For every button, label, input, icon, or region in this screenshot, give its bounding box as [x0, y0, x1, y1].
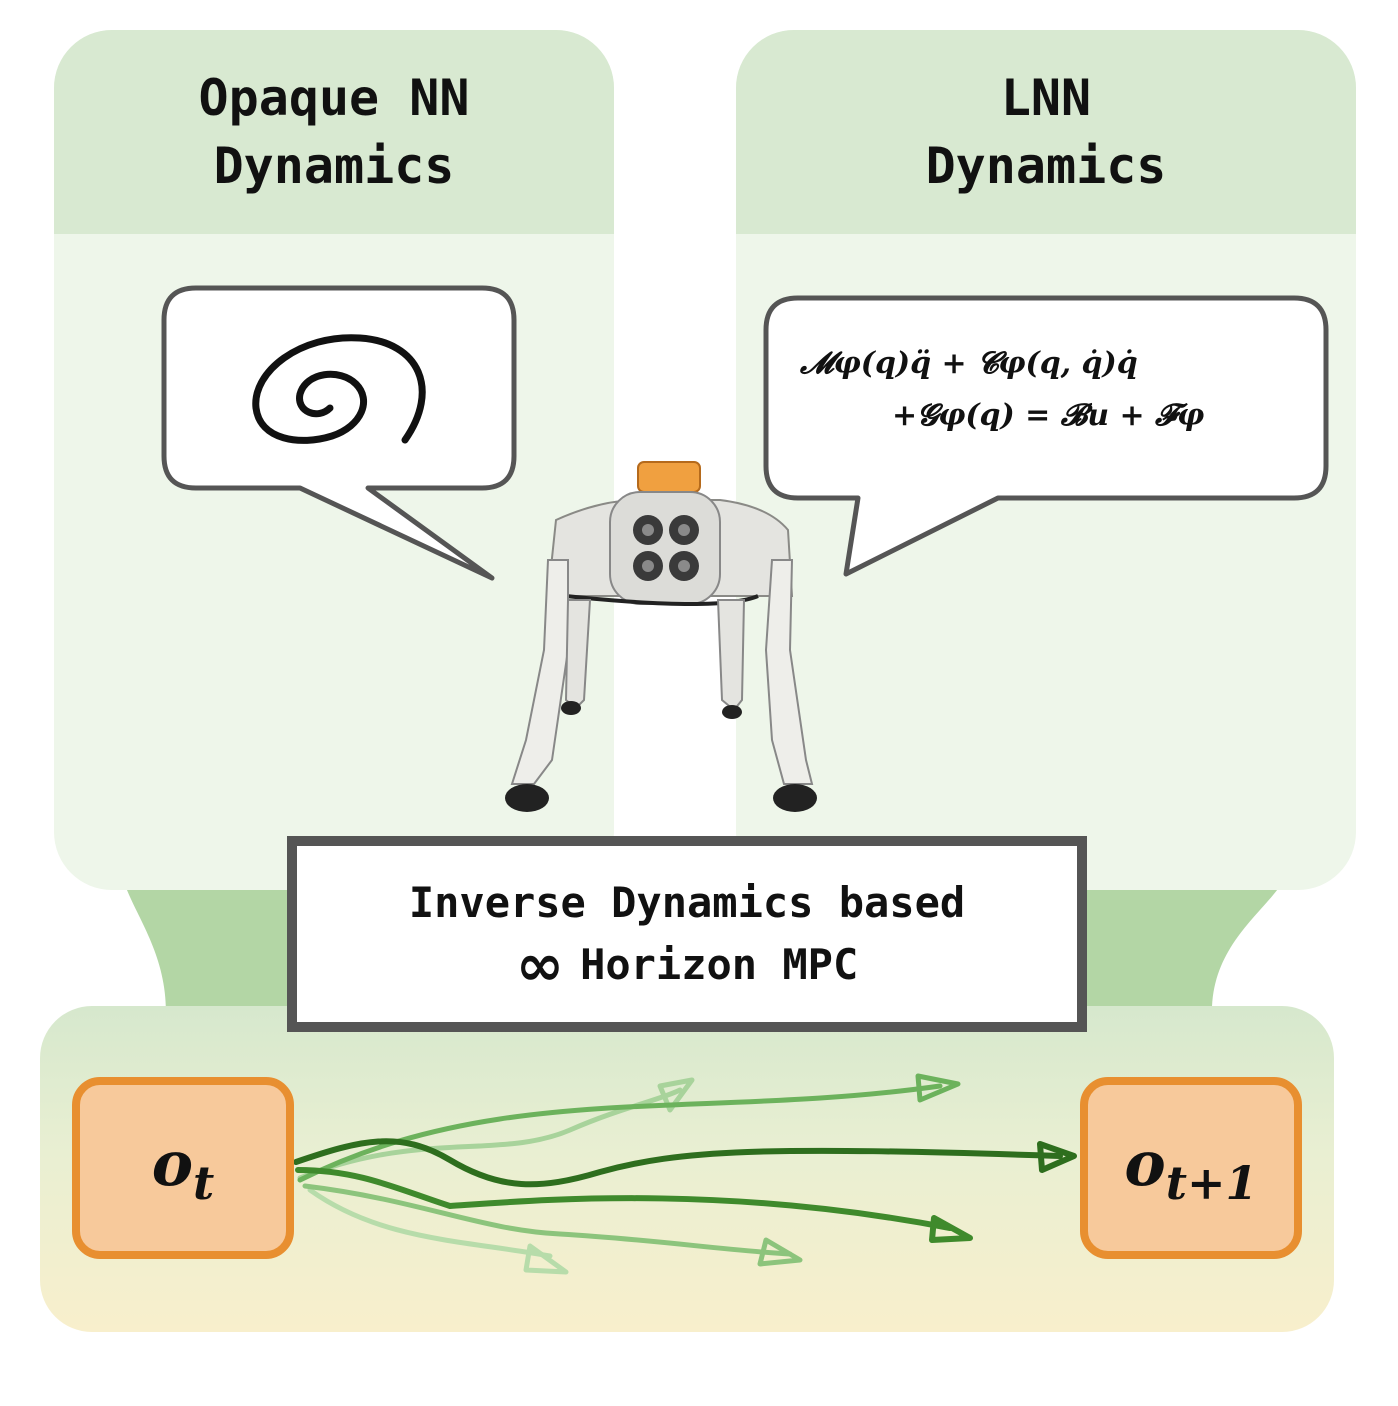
- trajectory-light-2: [307, 1187, 553, 1259]
- trajectory-mid-1: [297, 1083, 943, 1183]
- equation-line-1: 𝓜φ(q)q̈ + 𝓒φ(q, q̇)q̇: [800, 346, 1138, 381]
- obs-current-subscript: t: [193, 1155, 215, 1210]
- obs-next-subscript: t+1: [1165, 1155, 1258, 1210]
- mpc-box: Inverse Dynamics based ∞ Horizon MPC: [287, 836, 1087, 1032]
- trajectory-mid-2: [302, 1183, 793, 1257]
- observation-next: ot+1: [1080, 1077, 1302, 1259]
- trajectory-dark-2: [295, 1167, 953, 1231]
- mpc-line-2: ∞ Horizon MPC: [409, 934, 965, 996]
- trajectory-mid-1-head: [915, 1073, 961, 1103]
- mpc-line-1: Inverse Dynamics based: [408, 878, 966, 927]
- mpc-horizon-label: Horizon MPC: [580, 940, 859, 989]
- trajectory-light-1-head: [657, 1077, 695, 1113]
- obs-current-symbol: o: [151, 1126, 194, 1200]
- infinity-icon: ∞: [515, 931, 565, 999]
- trajectory-dark-2-head: [929, 1215, 973, 1243]
- equation-line-2: +𝓖φ(q) = 𝓑u + 𝓕φ: [892, 398, 1205, 433]
- trajectory-dark-1: [293, 1138, 1063, 1188]
- observation-current: ot: [72, 1077, 294, 1259]
- lnn-header: LNN Dynamics: [736, 30, 1356, 234]
- opaque-nn-title: Opaque NN Dynamics: [198, 69, 470, 195]
- opaque-nn-header: Opaque NN Dynamics: [54, 30, 614, 234]
- spiral-icon: [252, 334, 426, 444]
- lnn-title: LNN Dynamics: [925, 69, 1167, 195]
- obs-next-symbol: o: [1124, 1126, 1166, 1200]
- trajectory-light-1: [297, 1087, 683, 1181]
- trajectory-mid-2-head: [757, 1237, 803, 1267]
- trajectory-dark-1-head: [1037, 1141, 1077, 1173]
- lagrangian-equation: 𝓜φ(q)q̈ + 𝓒φ(q, q̇)q̇ +𝓖φ(q) = 𝓑u + 𝓕φ: [800, 338, 1320, 442]
- trajectory-light-2-head: [523, 1243, 569, 1275]
